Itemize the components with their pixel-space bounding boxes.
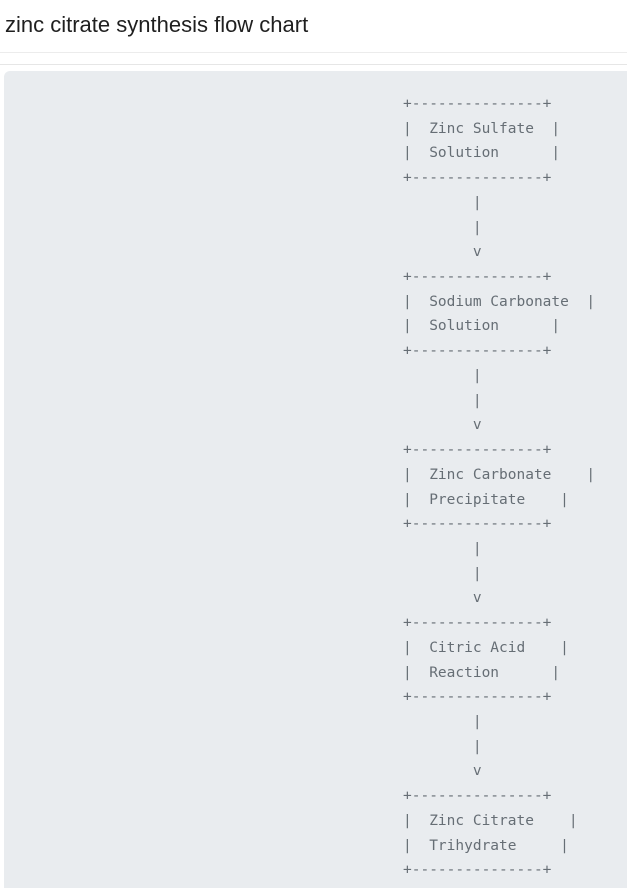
code-line: | Solution | — [403, 145, 561, 162]
code-line: | Sodium Carbonate | — [403, 293, 596, 310]
code-line: | Precipitate | — [403, 491, 569, 508]
code-line: | Zinc Citrate | — [403, 812, 578, 829]
page-title: zinc citrate synthesis flow chart — [5, 12, 309, 37]
code-line: +---------------+ — [403, 442, 552, 459]
flow-chart-code-block: +---------------+ | Zinc Sulfate | | Solut… — [403, 92, 595, 883]
code-line: | Solution | — [403, 318, 561, 335]
code-line: v — [403, 590, 482, 607]
code-line: +---------------+ — [403, 516, 552, 533]
code-panel: +---------------+ | Zinc Sulfate | | Solut… — [4, 71, 627, 888]
code-line: | — [403, 194, 482, 211]
code-line: v — [403, 763, 482, 780]
code-line: +---------------+ — [403, 862, 552, 879]
code-line: | — [403, 392, 482, 409]
code-line: | Reaction | — [403, 664, 561, 681]
code-line: v — [403, 244, 482, 261]
divider — [0, 64, 627, 65]
code-line: +---------------+ — [403, 343, 552, 360]
code-line: | Trihydrate | — [403, 837, 569, 854]
code-line: | Citric Acid | — [403, 639, 569, 656]
code-line: +---------------+ — [403, 170, 552, 187]
code-line: +---------------+ — [403, 96, 552, 112]
code-line: | — [403, 565, 482, 582]
code-line: +---------------+ — [403, 788, 552, 805]
code-line: | — [403, 738, 482, 755]
code-line: +---------------+ — [403, 269, 552, 286]
code-line: | Zinc Sulfate | — [403, 120, 561, 137]
code-line: | — [403, 219, 482, 236]
code-line: | Zinc Carbonate | — [403, 466, 596, 483]
code-line: | — [403, 367, 482, 384]
code-line: | — [403, 713, 482, 730]
code-line: +---------------+ — [403, 689, 552, 706]
code-line: +---------------+ — [403, 615, 552, 632]
title-bar: zinc citrate synthesis flow chart — [0, 0, 627, 53]
code-line: v — [403, 417, 482, 434]
code-line: | — [403, 540, 482, 557]
